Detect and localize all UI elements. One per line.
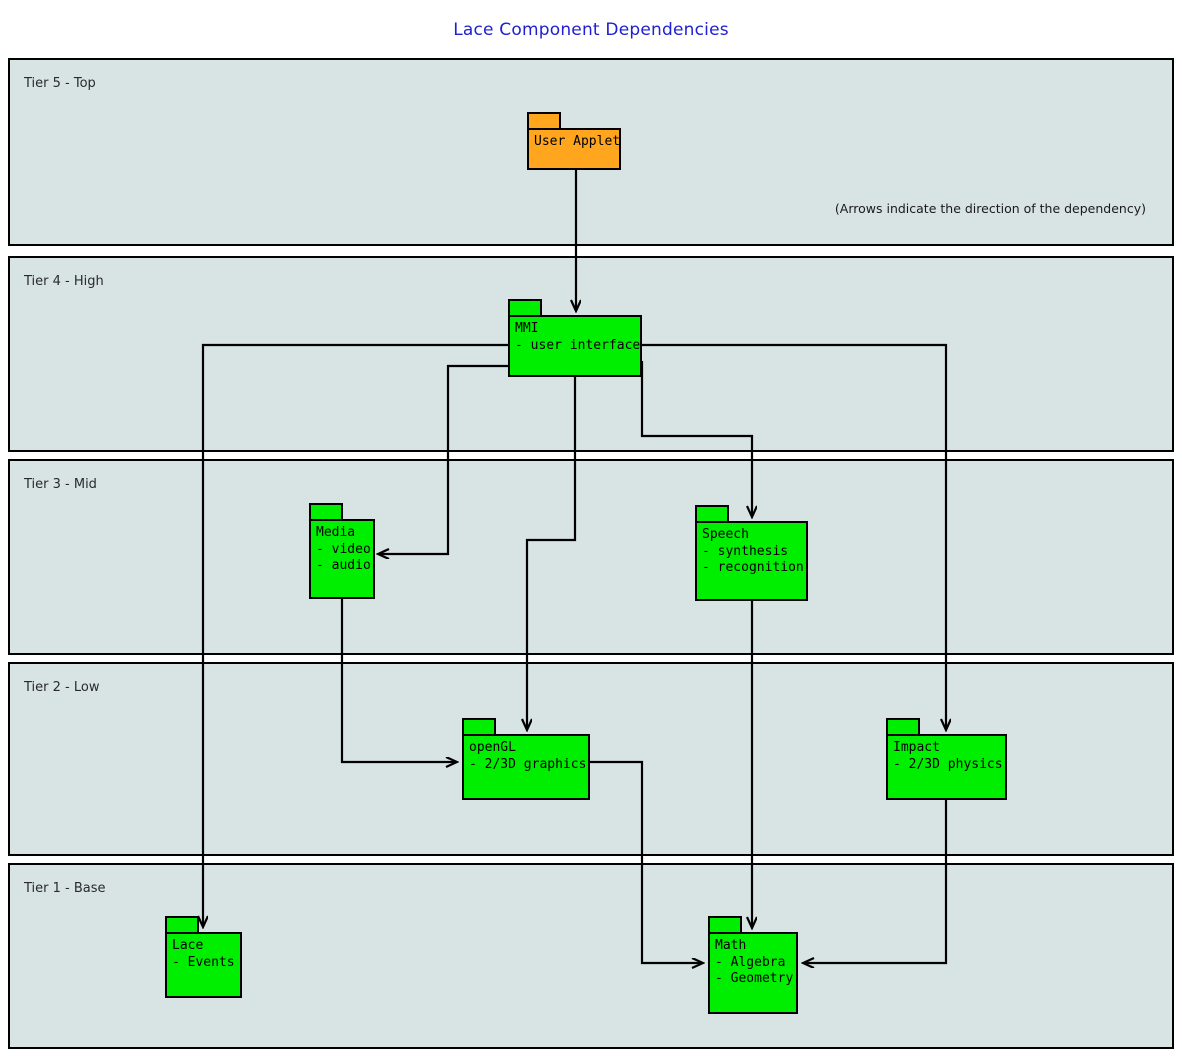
package-text-line: Math [715, 938, 747, 953]
package-body: openGL- 2/3D graphics [462, 734, 590, 800]
package-body: User Applet [527, 128, 621, 170]
tier-label-base: Tier 1 - Base [24, 881, 106, 896]
package-text-line: - Geometry [715, 971, 794, 986]
package-text-line: openGL [469, 740, 516, 755]
tier-label-mid: Tier 3 - Mid [24, 477, 97, 492]
tier-container-mid: Tier 3 - Mid [8, 459, 1174, 655]
package-body: Lace- Events [165, 932, 242, 998]
package-text-line: - synthesis [702, 543, 789, 559]
package-body: MMI- user interface [508, 315, 642, 377]
package-text-line: Impact [893, 740, 940, 755]
package-text-line: - Algebra [715, 954, 786, 970]
package-opengl[interactable]: openGL- 2/3D graphics [462, 718, 590, 800]
tier-label-high: Tier 4 - High [24, 274, 104, 289]
package-text-line: - video [316, 541, 371, 557]
package-text-line: Speech [702, 527, 749, 542]
package-body: Speech- synthesis- recognition [695, 521, 808, 601]
package-user-applet[interactable]: User Applet [527, 112, 621, 170]
package-text-line: - audio [316, 558, 371, 573]
tier-label-top: Tier 5 - Top [24, 76, 96, 91]
page-title: Lace Component Dependencies [453, 20, 729, 40]
package-text-line: - user interface [515, 337, 641, 353]
package-speech[interactable]: Speech- synthesis- recognition [695, 505, 808, 601]
package-math[interactable]: Math- Algebra- Geometry [708, 916, 798, 1014]
package-mmi[interactable]: MMI- user interface [508, 299, 642, 377]
package-text-line: Media [316, 525, 356, 540]
arrow-direction-note: (Arrows indicate the direction of the de… [834, 201, 1146, 216]
package-text-line: User Applet [534, 134, 621, 149]
package-text-line: MMI [515, 321, 539, 336]
package-body: Math- Algebra- Geometry [708, 932, 798, 1014]
package-text-line: - Events [172, 954, 235, 970]
package-body: Media- video- audio [309, 519, 375, 599]
package-lace[interactable]: Lace- Events [165, 916, 242, 998]
package-body: Impact- 2/3D physics [886, 734, 1007, 800]
package-text-line: - recognition [702, 560, 804, 575]
package-text-line: - 2/3D graphics [469, 756, 587, 772]
package-text-line: - 2/3D physics [893, 756, 1003, 772]
package-media[interactable]: Media- video- audio [309, 503, 375, 599]
package-impact[interactable]: Impact- 2/3D physics [886, 718, 1007, 800]
package-text-line: Lace [172, 938, 204, 953]
tier-label-low: Tier 2 - Low [24, 680, 100, 695]
